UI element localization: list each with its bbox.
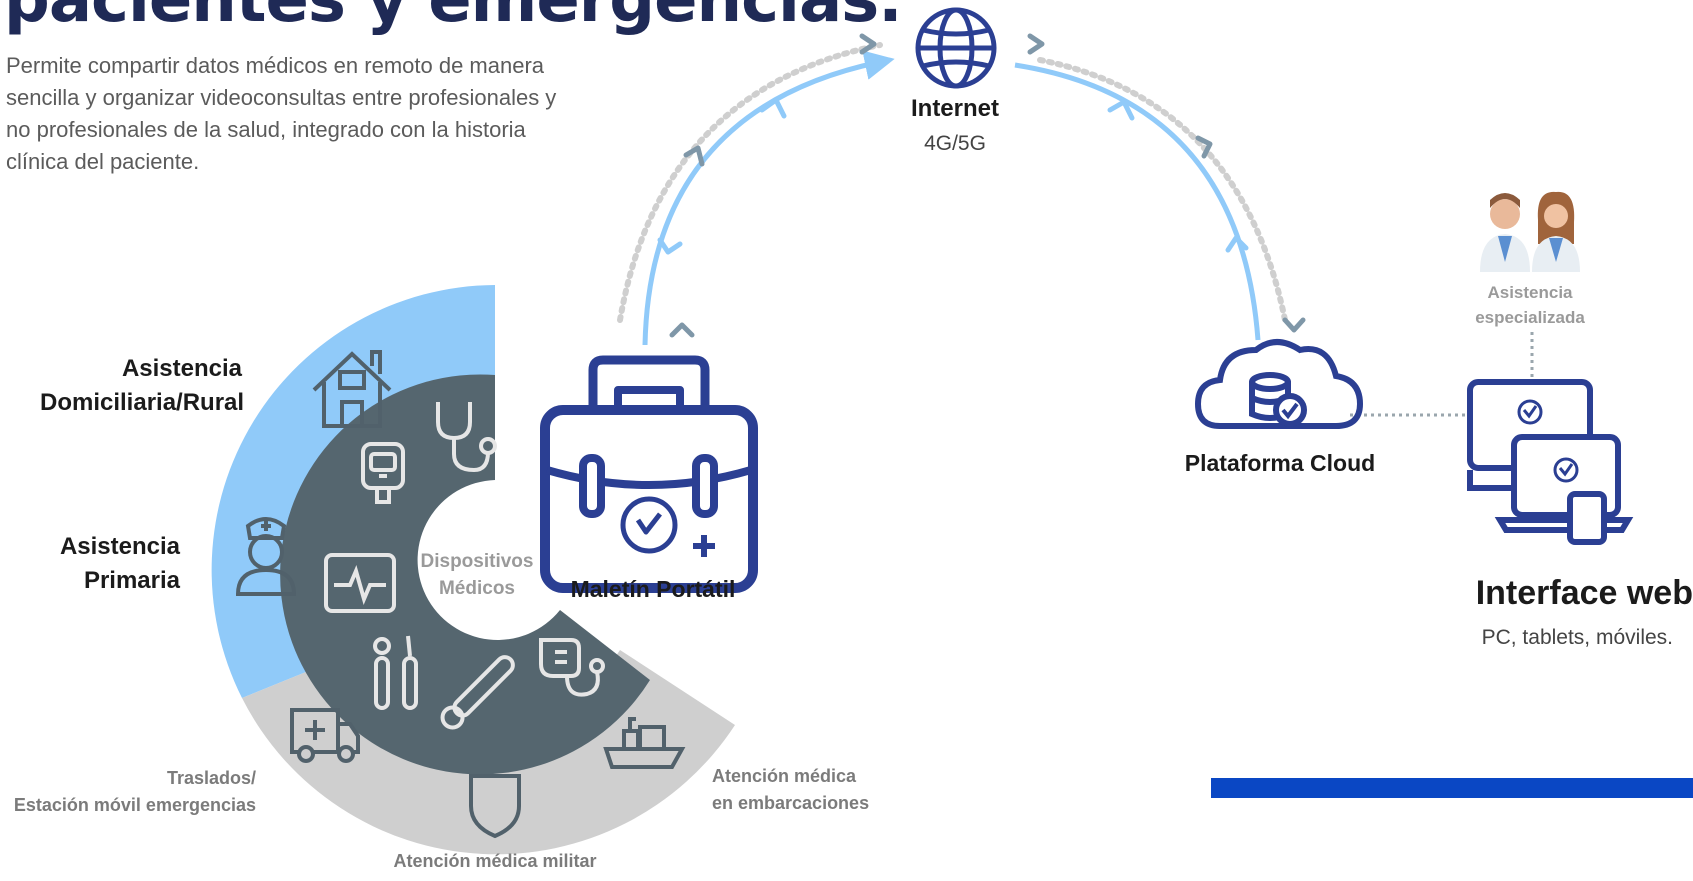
segment-label-primary-line1: Asistencia <box>59 533 180 560</box>
page-title: pacientes y emergencias. <box>4 0 903 37</box>
nurse-icon <box>235 517 297 596</box>
segment-label-home: Asistencia Domiciliaria/Rural <box>40 352 245 420</box>
medical-devices-label-line2: Médicos <box>438 578 516 599</box>
globe-icon <box>915 7 997 89</box>
segment-label-home-line2: Domiciliaria/Rural <box>40 389 245 416</box>
cloud-database-icon <box>1194 339 1364 429</box>
shield-icon <box>469 774 521 839</box>
kit-label: Maletín Portátil <box>570 576 736 602</box>
segment-label-ships-line1: Atención médica <box>712 766 857 786</box>
segment-label-transfer: Traslados/ Estación móvil emergencias <box>4 765 256 819</box>
intro-text: Permite compartir datos médicos en remot… <box>6 53 557 174</box>
accent-bar <box>1211 778 1693 798</box>
segment-label-military: Atención médica militar <box>393 851 597 871</box>
doctors-icon <box>1480 191 1580 272</box>
connection-arc-internet-cloud <box>1014 62 1261 341</box>
blood-pressure-icon <box>539 638 605 697</box>
segment-label-ships: Atención médica en embarcaciones <box>712 763 912 817</box>
flow-chevrons <box>657 33 1306 338</box>
ship-icon <box>603 717 686 769</box>
specialist-label: Asistencia especializada <box>1445 280 1615 330</box>
connection-arc-kit-internet <box>642 50 895 346</box>
segment-label-transfer-line1: Traslados/ <box>166 768 256 788</box>
cloud-label: Plataforma Cloud <box>1184 450 1376 476</box>
segment-label-transfer-line2: Estación móvil emergencias <box>13 795 256 815</box>
web-interface-sublabel: PC, tablets, móviles. <box>1481 626 1673 649</box>
otoscope-icon <box>373 635 418 710</box>
specialist-label-line1: Asistencia <box>1487 283 1573 302</box>
segment-label-primary-line2: Primaria <box>83 567 180 594</box>
specialist-label-line2: especializada <box>1475 308 1585 327</box>
thermometer-icon <box>440 655 515 730</box>
glucose-meter-icon <box>361 442 405 504</box>
medical-kit-icon <box>540 355 758 593</box>
stethoscope-icon <box>436 402 497 473</box>
internet-label: Internet <box>910 95 999 122</box>
web-interface-label: Interface web <box>1475 574 1693 612</box>
segment-label-primary: Asistencia Primaria <box>30 530 180 598</box>
medical-devices-label: Dispositivos Médicos <box>412 548 542 602</box>
house-icon <box>312 350 392 428</box>
internet-sublabel: 4G/5G <box>924 132 986 155</box>
devices-icon <box>1467 379 1634 545</box>
dotted-arc-left <box>617 42 883 323</box>
segment-label-home-line1: Asistencia <box>121 355 242 382</box>
segment-label-ships-line2: en embarcaciones <box>712 793 870 813</box>
dotted-arc-right <box>1037 57 1288 323</box>
medical-devices-label-line1: Dispositivos <box>420 551 534 572</box>
ecg-monitor-icon <box>324 553 396 613</box>
ambulance-icon <box>290 708 360 763</box>
